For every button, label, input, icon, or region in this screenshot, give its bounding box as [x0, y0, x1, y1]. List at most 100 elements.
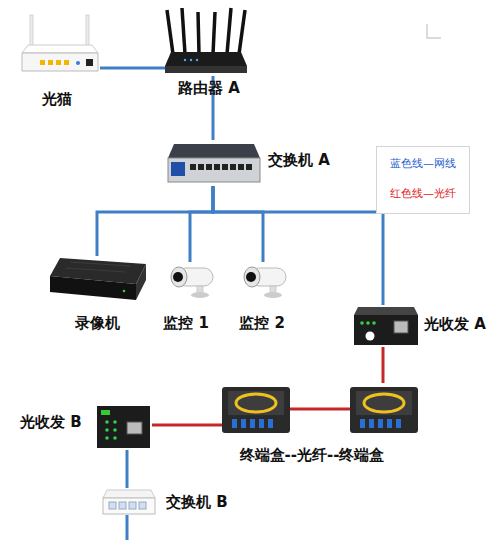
device-part — [103, 490, 155, 498]
device-part — [366, 321, 370, 325]
device-part — [190, 59, 192, 61]
cable-connector — [97, 186, 213, 256]
device-illustration — [236, 262, 290, 298]
device-part — [222, 387, 290, 433]
device-part — [264, 292, 282, 298]
switch-device: 交换机 B — [103, 488, 155, 516]
device-part — [97, 406, 150, 448]
device-part — [250, 419, 255, 428]
device-part — [190, 164, 196, 170]
device-part — [86, 59, 93, 66]
device-illustration — [20, 15, 100, 77]
device-part — [105, 420, 109, 424]
cable-stub — [126, 515, 129, 540]
device-part — [198, 164, 204, 170]
device-part — [101, 410, 110, 415]
device-label: 路由器 A — [178, 80, 240, 97]
device-part — [227, 8, 231, 54]
fiber-transceiver: 光收发 A — [350, 305, 418, 347]
device-part — [50, 276, 136, 300]
device-part — [241, 419, 246, 428]
device-label: 监控 1 — [163, 315, 209, 332]
device-part — [372, 321, 376, 325]
device-illustration — [165, 8, 247, 76]
device-part — [246, 164, 252, 170]
device-part — [119, 502, 126, 509]
device-part — [173, 272, 183, 282]
device-part — [139, 502, 146, 509]
device-part — [290, 408, 350, 411]
fiber-transceiver: 光收发 B — [95, 402, 152, 450]
device-part — [182, 8, 185, 54]
device-part — [109, 502, 116, 509]
device-part — [22, 45, 98, 53]
device-part — [48, 60, 53, 65]
device-part — [198, 12, 199, 54]
legend-color-sample: 红色线—光纤 — [390, 187, 456, 200]
device-part — [369, 419, 374, 428]
device-part — [70, 262, 130, 266]
device-part — [113, 420, 117, 424]
device-part — [66, 268, 126, 272]
cable-connector — [213, 186, 383, 305]
device-label: 录像机 — [75, 315, 120, 332]
device-illustration — [95, 402, 152, 450]
device-part — [364, 394, 404, 412]
device-part — [239, 10, 245, 54]
device-illustration — [350, 305, 418, 347]
device-part — [168, 144, 260, 158]
device-part — [105, 428, 109, 432]
legend-color-sample: 蓝色线—网线 — [390, 157, 456, 170]
cable-connector — [190, 186, 213, 262]
modem-device: 光猫 — [20, 15, 100, 77]
device-label: 交换机 A — [268, 152, 330, 169]
device-part — [259, 419, 264, 428]
device-part — [165, 52, 247, 66]
device-part — [196, 59, 198, 61]
device-part — [64, 60, 69, 65]
terminal-box-pair: 终端盒--光纤--终端盒 — [222, 383, 418, 437]
device-part — [236, 394, 276, 412]
legend-box: 蓝色线—网线红色线—光纤 — [376, 146, 470, 214]
device-part — [244, 267, 260, 287]
device-part — [360, 419, 365, 428]
device-part — [171, 267, 187, 287]
device-illustration — [163, 262, 217, 298]
device-part — [165, 66, 247, 73]
device-label: 光收发 A — [424, 316, 486, 333]
device-part — [360, 321, 364, 325]
device-part — [22, 53, 98, 71]
switch-device: 交换机 A — [168, 140, 260, 186]
cable-connector — [126, 450, 129, 488]
device-label: 终端盒--光纤--终端盒 — [240, 447, 385, 464]
device-part — [56, 60, 61, 65]
device-part — [136, 264, 146, 300]
device-label: 光猫 — [42, 91, 72, 108]
device-illustration — [168, 140, 260, 186]
device-part — [268, 419, 273, 428]
device-part — [228, 391, 284, 415]
device-part — [40, 60, 45, 65]
device-part — [123, 290, 126, 293]
legend-entry: 蓝色线—网线 — [377, 157, 469, 171]
camera-device: 监控 1 — [163, 262, 217, 298]
device-part — [113, 428, 117, 432]
cable-connector — [382, 347, 385, 383]
device-part — [184, 59, 186, 61]
device-part — [394, 321, 408, 333]
device-part — [76, 61, 80, 65]
device-part — [387, 419, 392, 428]
device-label: 监控 2 — [239, 315, 285, 332]
device-part — [105, 436, 109, 440]
device-part — [238, 164, 244, 170]
device-part — [171, 162, 185, 176]
device-part — [213, 12, 215, 54]
cable-connector — [100, 67, 165, 70]
device-part — [191, 292, 209, 298]
device-part — [396, 419, 401, 428]
legend-entry: 红色线—光纤 — [377, 187, 469, 201]
device-part — [168, 158, 260, 182]
legend-text: 红色线—光纤 — [390, 187, 456, 200]
device-part — [366, 332, 375, 341]
device-part — [129, 502, 136, 509]
